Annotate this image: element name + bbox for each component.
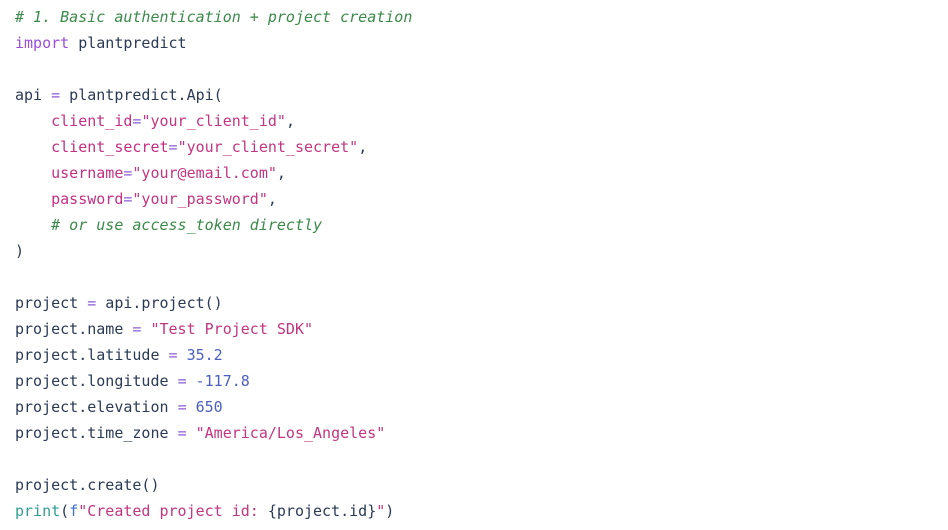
code-token-prefix: f <box>69 502 79 520</box>
code-token-plain <box>15 112 51 130</box>
code-token-plain <box>15 138 51 156</box>
code-token-plain <box>15 190 51 208</box>
code-token-comment: # 1. Basic authentication + project crea… <box>15 8 413 26</box>
code-line: ) <box>15 238 948 264</box>
code-line: api = plantpredict.Api( <box>15 82 948 108</box>
code-token-operator: = <box>132 112 142 130</box>
code-token-name: project.latitude <box>15 346 169 364</box>
code-token-operator: = <box>177 372 187 390</box>
code-token-name: project.longitude <box>15 372 178 390</box>
code-line: username="your@email.com", <box>15 160 948 186</box>
code-token-number: 650 <box>195 398 223 416</box>
code-token-punct: ) <box>385 502 395 520</box>
code-token-builtin: print <box>15 502 61 520</box>
code-token-operator: = <box>177 424 187 442</box>
code-line: client_id="your_client_id", <box>15 108 948 134</box>
code-token-plain <box>15 164 51 182</box>
code-line: project.longitude = -117.8 <box>15 368 948 394</box>
code-token-string: " <box>376 502 386 520</box>
code-token-operator: = <box>168 138 178 156</box>
code-line: project.elevation = 650 <box>15 394 948 420</box>
code-line: client_secret="your_client_secret", <box>15 134 948 160</box>
code-token-plain <box>178 346 187 364</box>
code-token-param: username <box>51 164 124 182</box>
code-token-string: "your_client_id" <box>141 112 286 130</box>
code-token-name: project.time_zone <box>15 424 178 442</box>
code-token-name: project.create() <box>15 476 160 494</box>
code-token-plain <box>15 216 51 234</box>
code-token-punct: , <box>358 138 368 156</box>
code-token-name: {project.id} <box>267 502 377 520</box>
code-token-number: 35.2 <box>186 346 223 364</box>
code-token-operator: = <box>177 398 187 416</box>
code-line: project.create() <box>15 472 948 498</box>
code-token-plain <box>187 398 196 416</box>
code-line: project.time_zone = "America/Los_Angeles… <box>15 420 948 446</box>
code-token-punct: ( <box>60 502 70 520</box>
code-token-keyword: import <box>15 34 70 52</box>
code-line: # 1. Basic authentication + project crea… <box>15 4 948 30</box>
code-token-name: project.elevation <box>15 398 178 416</box>
code-token-string: "your@email.com" <box>132 164 277 182</box>
code-token-param: password <box>51 190 124 208</box>
code-token-string: "Created project id: <box>78 502 268 520</box>
code-token-plain <box>187 424 196 442</box>
code-token-string: "your_password" <box>132 190 268 208</box>
code-line: import plantpredict <box>15 30 948 56</box>
code-token-string: "your_client_secret" <box>177 138 359 156</box>
code-token-name: api <box>15 86 52 104</box>
code-token-operator: = <box>51 86 61 104</box>
code-line: print(f"Created project id: {project.id}… <box>15 498 948 524</box>
code-line <box>15 264 948 290</box>
code-token-number: -117.8 <box>195 372 250 390</box>
code-token-punct: , <box>285 112 295 130</box>
code-token-punct: ) <box>15 242 25 260</box>
code-line: project.latitude = 35.2 <box>15 342 948 368</box>
code-token-plain <box>69 34 78 52</box>
code-token-name: api.project() <box>96 294 223 312</box>
code-line <box>15 446 948 472</box>
code-token-name: project <box>15 294 88 312</box>
code-token-name: project.name <box>15 320 133 338</box>
code-token-name: plantpredict <box>78 34 187 52</box>
code-token-punct: , <box>267 190 277 208</box>
code-line: project.name = "Test Project SDK" <box>15 316 948 342</box>
code-token-string: "Test Project SDK" <box>150 320 314 338</box>
code-line <box>15 56 948 82</box>
code-token-comment: # or use access_token directly <box>51 216 323 234</box>
code-line: # or use access_token directly <box>15 212 948 238</box>
code-token-operator: = <box>123 164 133 182</box>
code-token-plain <box>187 372 196 390</box>
code-token-operator: = <box>123 190 133 208</box>
code-token-operator: = <box>168 346 178 364</box>
code-token-param: client_secret <box>51 138 169 156</box>
code-token-string: "America/Los_Angeles" <box>195 424 386 442</box>
code-token-param: client_id <box>51 112 133 130</box>
code-token-operator: = <box>132 320 142 338</box>
code-token-operator: = <box>87 294 97 312</box>
code-line: password="your_password", <box>15 186 948 212</box>
code-token-name: plantpredict.Api( <box>60 86 223 104</box>
code-line: project = api.project() <box>15 290 948 316</box>
code-token-punct: , <box>276 164 286 182</box>
